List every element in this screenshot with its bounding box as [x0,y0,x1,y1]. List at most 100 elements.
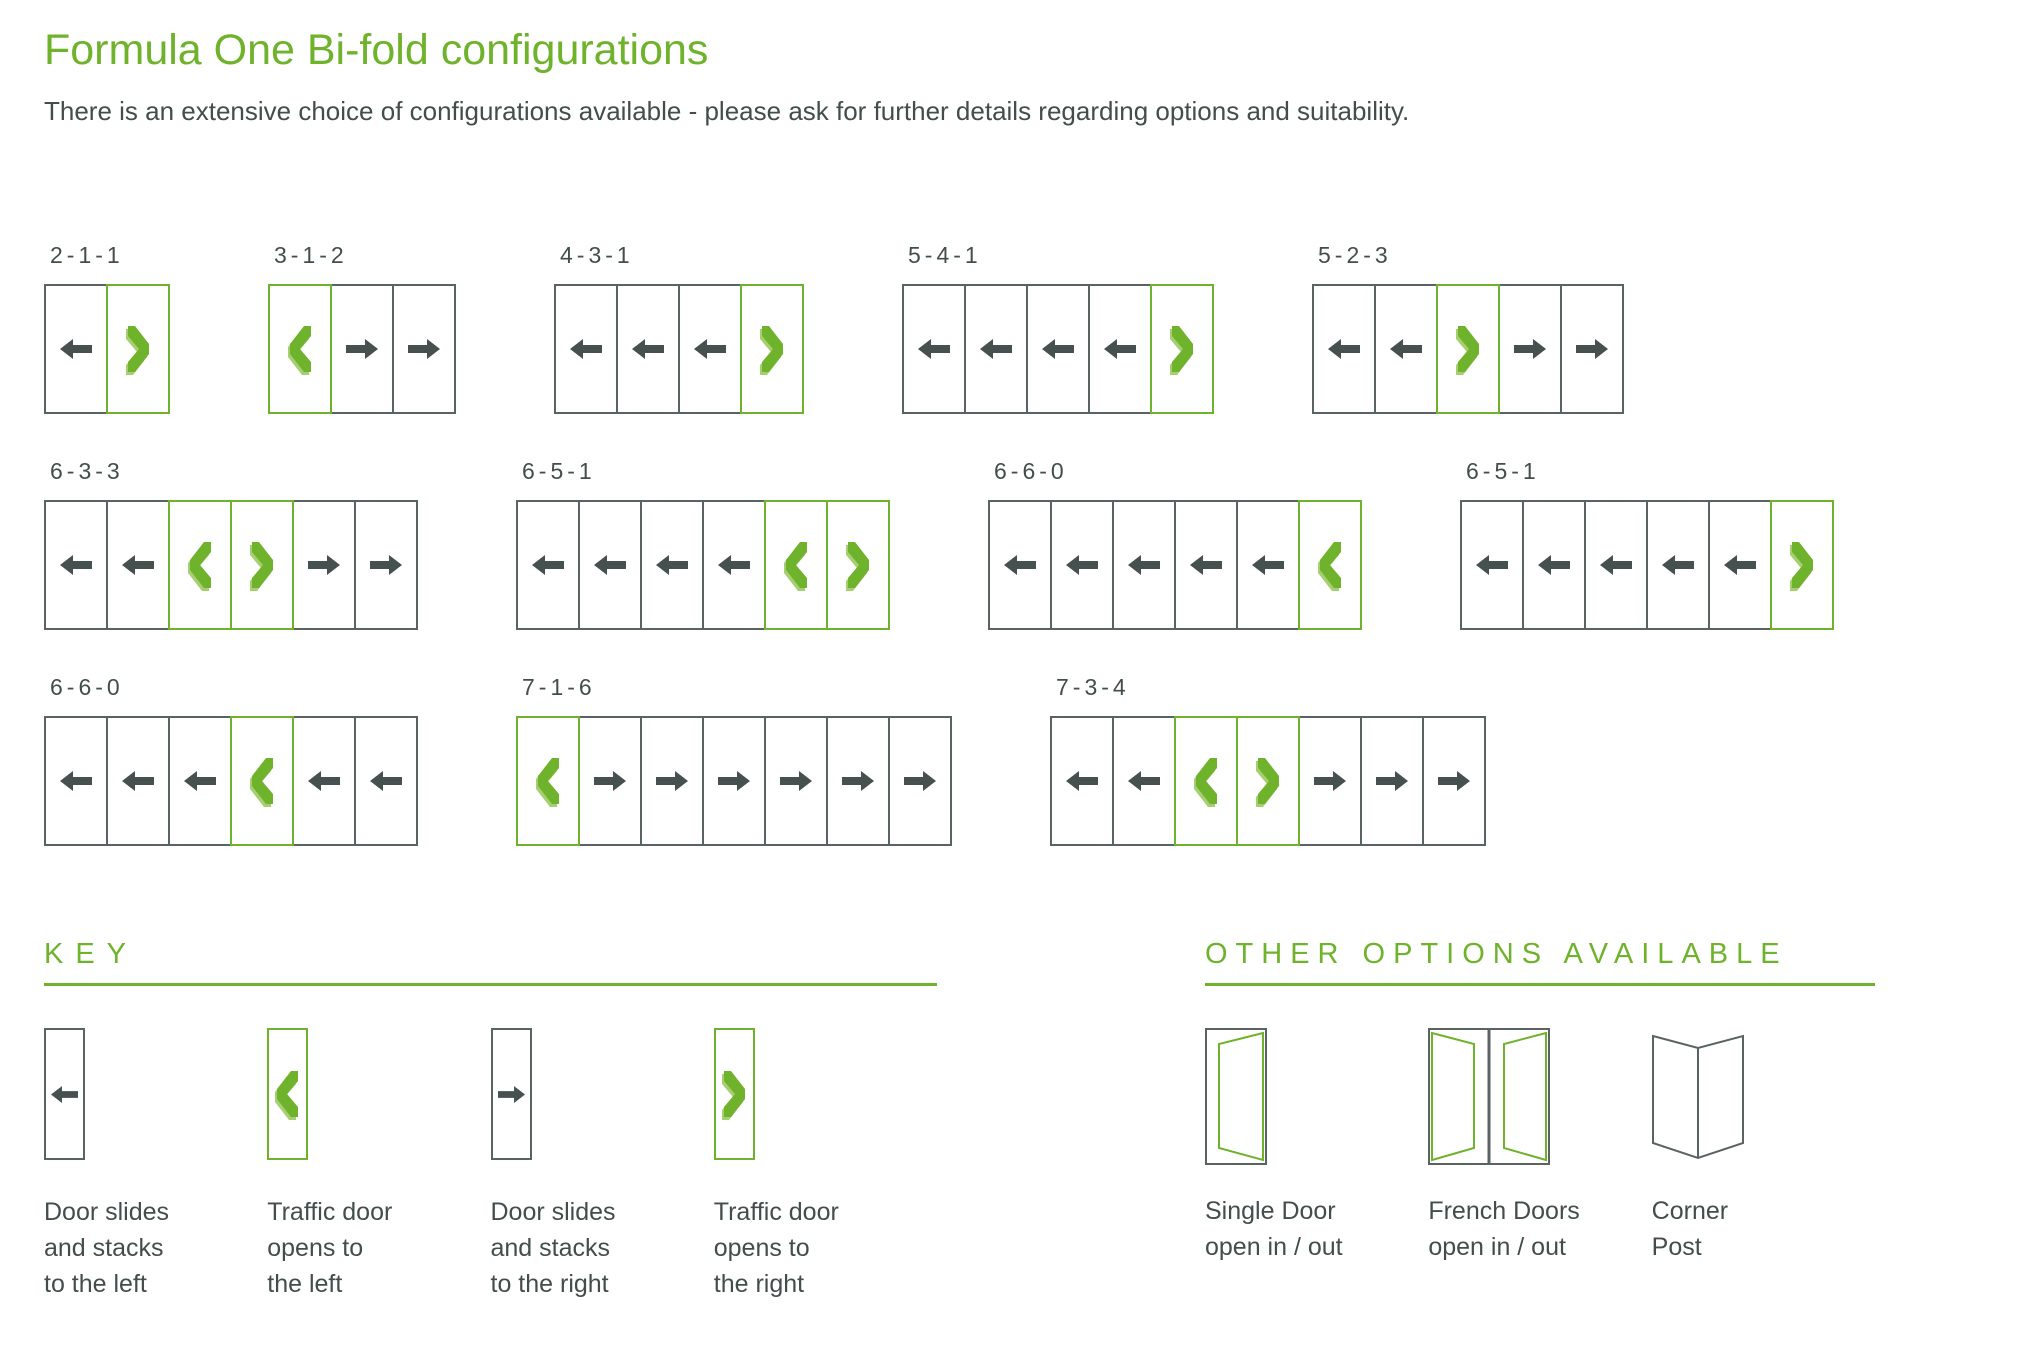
panel-row [1460,500,1834,630]
door-panel-slide-right [330,284,394,414]
door-panel-slide-right [578,716,642,846]
config-6-3-3: 6-3-3 [44,458,418,630]
door-panel-slide-left [1050,716,1114,846]
key-label-line: and stacks [44,1234,164,1262]
corner-post-icon [1651,1034,1744,1160]
door-panel-traffic-right [826,500,890,630]
key-label-line: Traffic door [267,1198,393,1226]
left-arrow-icon [308,771,340,791]
right-arrow-icon [594,771,626,791]
door-panel-slide-right [292,500,356,630]
door-panel-traffic-left [516,716,580,846]
left-arrow-icon [594,555,626,575]
chevron-left-icon [287,326,311,375]
left-arrow-icon [1066,555,1098,575]
left-arrow-icon [1104,339,1136,359]
other-option-label-line: French Doors [1428,1197,1580,1225]
right-arrow-icon [1514,339,1546,359]
other-option-label-line: Single Door [1205,1197,1336,1225]
left-arrow-icon [532,555,564,575]
config-label: 6-3-3 [50,458,124,484]
config-5-2-3: 5-2-3 [1312,242,1624,414]
chevron-right-icon [721,1071,745,1120]
config-label: 3-1-2 [274,242,348,268]
right-arrow-icon [904,771,936,791]
chevron-left-icon [1193,758,1217,807]
right-arrow-icon [780,771,812,791]
door-panel-slide-right [392,284,456,414]
door-panel-slide-left [1088,284,1152,414]
key-label-line: opens to [713,1234,810,1262]
key-label-line: the left [267,1270,343,1298]
chevron-right-icon [249,542,273,591]
panel-row [902,284,1214,414]
key-label-line: opens to [267,1234,364,1262]
left-arrow-icon [694,339,726,359]
key-label-line: Door slides [44,1198,170,1226]
left-arrow-icon [918,339,950,359]
chevron-left-icon [187,542,211,591]
door-panel-slide-left [44,500,108,630]
config-7-3-4: 7-3-4 [1050,674,1486,846]
panel-row [516,500,890,630]
door-panel-traffic-right [1236,716,1300,846]
panel-row [554,284,804,414]
door-panel-slide-right [1498,284,1562,414]
door-panel-slide-left [1236,500,1300,630]
door-panel-slide-left [1584,500,1648,630]
door-panel-slide-left [1374,284,1438,414]
key-item: Traffic door opens to the left [267,1028,490,1302]
left-arrow-icon [1724,555,1756,575]
other-option-label-line: Corner [1651,1197,1729,1225]
door-panel-slide-left [1312,284,1376,414]
left-arrow-icon [1128,555,1160,575]
other-option-label-line: open in / out [1205,1233,1343,1261]
right-arrow-icon [656,771,688,791]
right-arrow-icon [346,339,378,359]
other-option-item: Single Door open in / out [1205,1028,1428,1265]
door-panel-slide-right [354,500,418,630]
door-panel-traffic-left [268,284,332,414]
config-2-1-1: 2-1-1 [44,242,170,414]
chevron-left-icon [1317,542,1341,591]
door-panel-slide-left [516,500,580,630]
door-panel-slide-right [826,716,890,846]
left-arrow-icon [1390,339,1422,359]
left-arrow-icon [656,555,688,575]
left-arrow-icon [122,555,154,575]
door-panel-slide-left [1026,284,1090,414]
config-row: 6-3-3 6-5-1 6-6-0 6-5-1 [44,458,1834,630]
panel-row [1050,716,1486,846]
door-panel-slide-left [678,284,742,414]
panel-row [268,284,456,414]
config-6-5-1: 6-5-1 [1460,458,1834,630]
door-panel-slide-left [1174,500,1238,630]
left-arrow-icon [1476,555,1508,575]
door-panel-traffic-right [1770,500,1834,630]
key-label-line: to the right [490,1270,609,1298]
right-arrow-icon [308,555,340,575]
door-panel-traffic-left [1298,500,1362,630]
key-panel-traffic-left [267,1028,309,1160]
key-label-line: and stacks [490,1234,611,1262]
door-panel-slide-left [292,716,356,846]
left-arrow-icon [1042,339,1074,359]
door-panel-slide-left [44,284,108,414]
door-panel-slide-left [964,284,1028,414]
door-panel-slide-left [106,716,170,846]
door-panel-slide-left [554,284,618,414]
config-label: 6-5-1 [522,458,596,484]
left-arrow-icon [1252,555,1284,575]
config-label: 7-3-4 [1056,674,1130,700]
left-arrow-icon [370,771,402,791]
door-panel-slide-left [988,500,1052,630]
panel-row [44,284,170,414]
config-label: 6-6-0 [994,458,1068,484]
